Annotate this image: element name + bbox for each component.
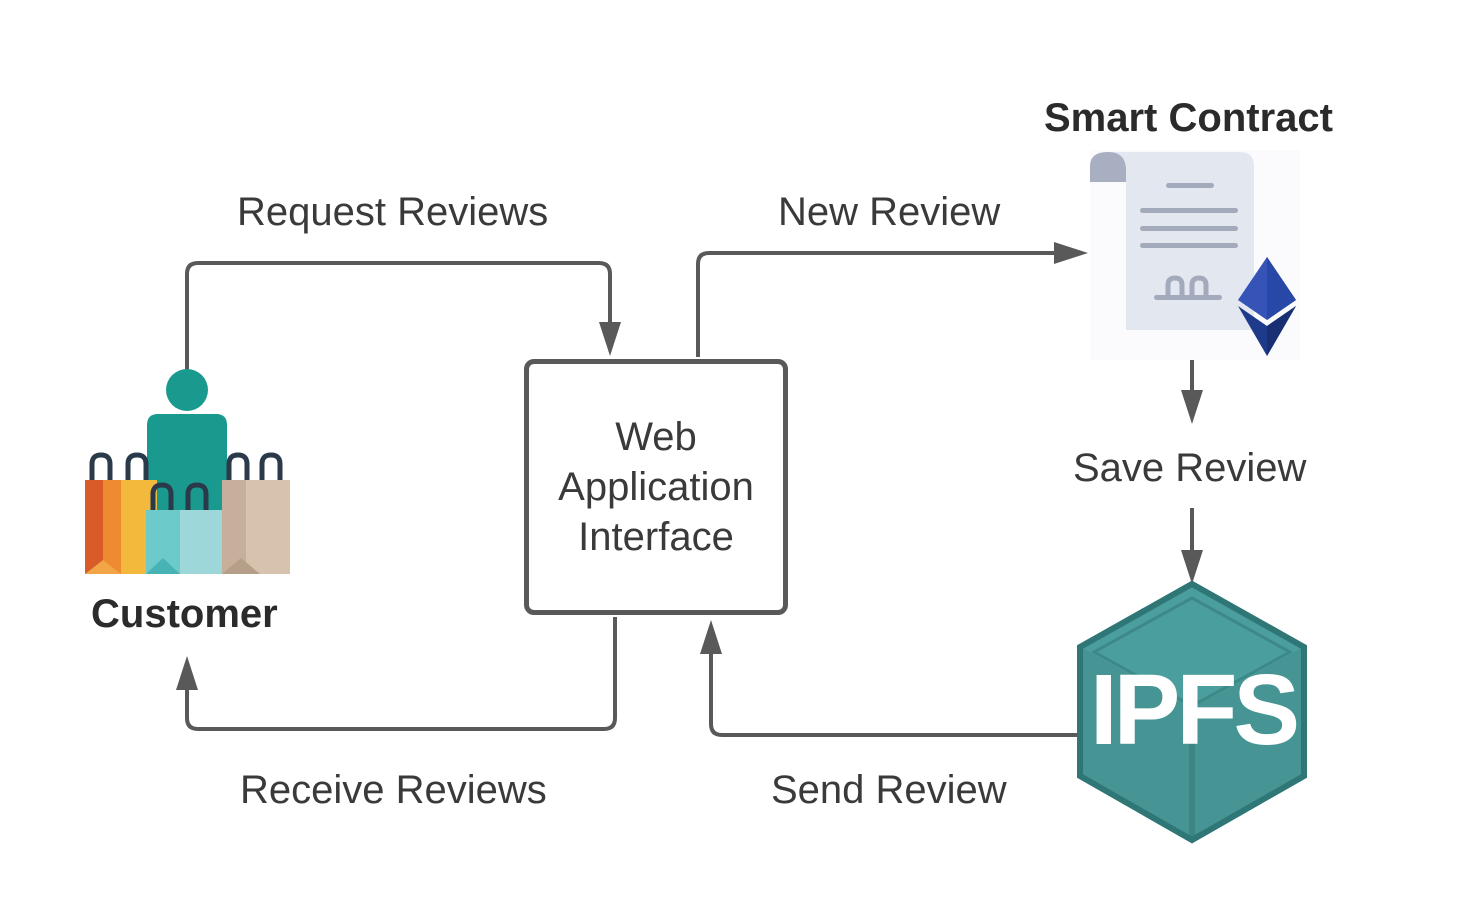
edge-label-receive-reviews: Receive Reviews [240, 768, 547, 812]
arrowhead-save-review [1181, 550, 1203, 584]
node-label-smart-contract: Smart Contract [1044, 96, 1333, 140]
edge-label-request-reviews: Request Reviews [237, 190, 549, 234]
connector-send-review [709, 652, 1084, 737]
arrowhead-send-review [700, 620, 722, 654]
connector-request-reviews [185, 261, 612, 372]
ipfs-cube-logo [1077, 580, 1307, 844]
web-application-node: Web Application Interface [524, 359, 788, 615]
connector-new-review [696, 251, 1056, 357]
arrowhead-request-reviews [599, 322, 621, 356]
ethereum-diamond-icon [1238, 257, 1296, 356]
edge-label-send-review: Send Review [771, 768, 1007, 812]
ipfs-logo-text: IPFS [1089, 654, 1300, 766]
shopper-with-bags-icon [85, 369, 290, 574]
node-label-customer: Customer [91, 592, 278, 636]
web-app-line-2: Application [558, 465, 754, 509]
connector-receive-reviews [185, 617, 617, 731]
web-app-line-3: Interface [578, 515, 734, 559]
arrowhead-smart-contract-down [1181, 390, 1203, 424]
edge-label-new-review: New Review [778, 190, 1001, 234]
web-app-line-1: Web [615, 415, 697, 459]
arrowhead-new-review [1054, 242, 1088, 264]
arrowhead-receive-reviews [176, 656, 198, 690]
edge-label-save-review: Save Review [1073, 446, 1307, 490]
